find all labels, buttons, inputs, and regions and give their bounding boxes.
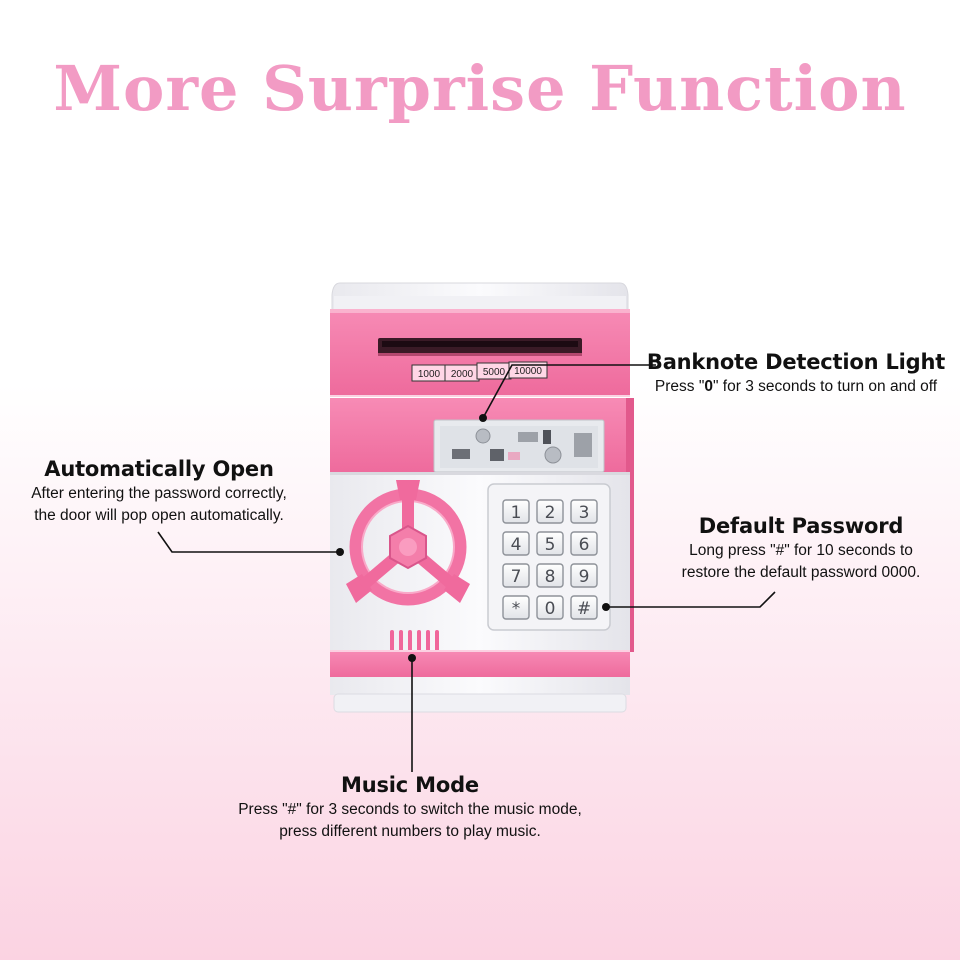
keypad-key-label: 0	[545, 599, 556, 619]
keypad-key-face	[536, 595, 564, 620]
keypad-key[interactable]: #	[570, 595, 598, 620]
keypad-key-face	[502, 595, 530, 620]
page-title: More Surprise Function	[53, 52, 907, 125]
keypad-key-label: 3	[579, 503, 590, 523]
bottom-pink-block	[330, 650, 630, 678]
music-mode-desc: Press "#" for 3 seconds to switch the mu…	[238, 801, 582, 840]
upper-pink-block	[330, 309, 630, 397]
banknote-detection-desc: Press "0" for 3 seconds to turn on and o…	[654, 378, 938, 395]
keypad-key-label: 9	[579, 567, 590, 587]
keypad-key-label: 7	[511, 567, 522, 587]
default-password-heading: Default Password	[698, 514, 904, 538]
music-mode-leader	[408, 654, 416, 772]
banknote-10000: 10000	[514, 366, 542, 377]
auto-open-leader	[157, 531, 344, 556]
keypad-key-label: *	[512, 599, 521, 619]
keypad-key-label: 1	[511, 503, 522, 523]
keypad-key[interactable]: 3	[570, 499, 598, 524]
keypad-key[interactable]: *	[502, 595, 530, 620]
default-password-leader	[602, 591, 776, 611]
keypad-key-label: 2	[545, 503, 556, 523]
keypad-key[interactable]: 2	[536, 499, 564, 524]
music-mode-heading: Music Mode	[341, 773, 479, 797]
banknote-5000: 5000	[483, 367, 506, 378]
keypad-key[interactable]: 5	[536, 531, 564, 556]
keypad-key[interactable]: 1	[502, 499, 530, 524]
keypad-key-face	[570, 563, 598, 588]
keypad-key[interactable]: 4	[502, 531, 530, 556]
keypad-key[interactable]: 9	[570, 563, 598, 588]
auto-open-desc: After entering the password correctly,th…	[31, 485, 287, 524]
keypad-panel: 1 2 3 4 5 6 7 8 9 * 0 #	[487, 483, 611, 631]
keypad-key-label: 8	[545, 567, 556, 587]
banknote-leader	[479, 364, 656, 422]
keypad-key-face	[502, 499, 530, 524]
banknote-2000: 2000	[451, 369, 474, 380]
banknote-detection-callout: Banknote Detection Light Press "0" for 3…	[636, 350, 956, 398]
keypad-key-face	[536, 531, 564, 556]
keypad-key[interactable]: 7	[502, 563, 530, 588]
default-password-callout: Default Password Long press "#" for 10 s…	[648, 514, 954, 584]
keypad-key[interactable]: 6	[570, 531, 598, 556]
keypad-key-label: #	[577, 599, 591, 619]
middle-pink-block	[330, 398, 634, 652]
keypad-key-label: 5	[545, 535, 556, 555]
keypad-key[interactable]: 8	[536, 563, 564, 588]
keypad-key-face	[570, 499, 598, 524]
auto-open-heading: Automatically Open	[44, 457, 274, 481]
music-mode-callout: Music Mode Press "#" for 3 seconds to sw…	[190, 773, 630, 843]
keypad-key-label: 6	[579, 535, 590, 555]
keypad-key-face	[570, 531, 598, 556]
keypad-key-face	[536, 499, 564, 524]
banknote-detection-heading: Banknote Detection Light	[646, 350, 946, 374]
keypad-key-face	[502, 531, 530, 556]
keypad-key-label: 4	[511, 535, 522, 555]
keypad-key-face	[536, 563, 564, 588]
speaker-grille	[390, 630, 439, 656]
banknote-labels: 1000 2000 5000 10000	[411, 361, 548, 382]
keypad-key-face	[502, 563, 530, 588]
auto-open-callout: Automatically Open After entering the pa…	[0, 457, 318, 527]
handle-wheel	[346, 480, 470, 606]
banknote-1000: 1000	[418, 369, 441, 380]
keypad-key-face	[570, 595, 598, 620]
base	[330, 677, 630, 713]
keypad-key[interactable]: 0	[536, 595, 564, 620]
circuit-window	[433, 419, 605, 473]
